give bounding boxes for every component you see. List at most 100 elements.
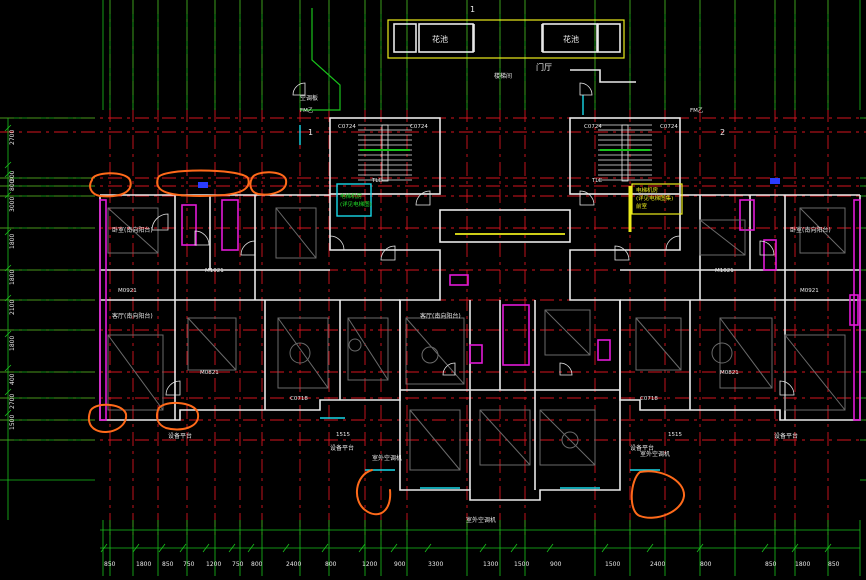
door-window-tag: FM乙: [690, 107, 704, 114]
planter-label: 花池: [432, 34, 448, 44]
door-window-tag: 1515: [668, 432, 682, 438]
door-window-tag: M1021: [715, 268, 734, 274]
yellow-elements: [455, 183, 683, 235]
stair-well: [621, 124, 629, 182]
bottom-dim-value: 1800: [795, 561, 810, 568]
elevator-note-yellow: (详见电梯图集): [636, 194, 673, 202]
furniture-detail: [544, 309, 591, 356]
furniture-table: [348, 338, 362, 352]
bottom-dim-value: 1300: [483, 561, 498, 568]
dim-tick: [100, 543, 108, 553]
bottom-dim-value: 1800: [136, 561, 151, 568]
furniture-piece: [347, 317, 389, 381]
entrance-canopy: [387, 19, 625, 59]
furniture-detail: [107, 207, 159, 254]
fixture: [449, 274, 469, 286]
furniture-detail: [405, 317, 465, 385]
dim-tick: [282, 543, 290, 553]
furniture-piece: [409, 409, 461, 471]
furniture-detail: [699, 219, 746, 256]
dim-tick: [4, 294, 12, 302]
furniture-detail: [479, 409, 531, 466]
furniture-detail: [539, 409, 596, 466]
bottom-dim-value: 1500: [605, 561, 620, 568]
room-label: 设备平台: [330, 444, 354, 452]
dim-tick: [358, 543, 366, 553]
fixture: [221, 199, 239, 251]
left-dim-value: 2700: [9, 130, 16, 145]
room-label: 设备平台: [168, 432, 192, 440]
bottom-dim-value: 750: [183, 561, 195, 568]
dim-tick: [4, 264, 12, 272]
elevator-note-yellow: 电梯机房: [636, 186, 659, 194]
dim-tick: [761, 543, 769, 553]
planter-label: 花池: [563, 34, 579, 44]
annotation-circle: [89, 172, 132, 198]
furniture-piece: [107, 207, 159, 254]
central-corridor: [439, 209, 571, 243]
dim-tick: [247, 543, 255, 553]
left-wing-outline: [300, 8, 341, 111]
annotation-circle: [356, 469, 392, 516]
dim-tick: [510, 543, 518, 553]
furniture-piece: [107, 334, 164, 411]
stair-label: 楼梯间: [494, 72, 512, 80]
bottom-dim-value: 800: [700, 561, 712, 568]
room-label: 客厅(南向阳台): [420, 312, 461, 320]
door-swing: [415, 190, 431, 206]
door-swing: [579, 190, 595, 206]
furniture-detail: [347, 317, 389, 381]
fixture: [502, 304, 530, 366]
bottom-dim-value: 750: [232, 561, 244, 568]
right-entrance-steps: [570, 69, 636, 83]
grid-marker: 2: [720, 128, 725, 137]
door-swing: [442, 362, 456, 376]
dim-tick: [601, 543, 609, 553]
annotation-circle: [156, 402, 200, 431]
left-dim-value: 800: [9, 179, 16, 191]
right-stair-core: [569, 117, 681, 195]
door-swing-icon: [151, 82, 795, 396]
dim-tick: [4, 124, 12, 132]
door-window-tag: 1515: [336, 432, 350, 438]
dim-tick: [4, 388, 12, 396]
door-window-tag: C0724: [338, 124, 356, 130]
furniture-table: [421, 346, 439, 364]
furniture-piece: [479, 409, 531, 466]
door-window-tag: C0724: [660, 124, 678, 130]
bottom-dim-value: 850: [104, 561, 116, 568]
bottom-dim-value: 800: [325, 561, 337, 568]
furniture-detail: [277, 317, 329, 389]
bottom-dim-value: 1500: [514, 561, 529, 568]
furniture-detail: [409, 409, 461, 471]
orange-annotations: [87, 169, 686, 519]
furniture-detail: [799, 207, 846, 254]
door-window-tag: M0921: [118, 288, 137, 294]
room-label: 设备平台: [630, 444, 654, 452]
elevator-note: (详见电梯图): [340, 200, 372, 208]
left-dim-value: 400: [9, 373, 16, 385]
left-dim-value: 1800: [9, 234, 16, 249]
furniture-piece: [784, 334, 846, 411]
furniture-piece: [187, 317, 237, 371]
door-swing: [194, 230, 210, 246]
annotation-circle: [249, 171, 288, 196]
door-window-tag: M0821: [720, 370, 739, 376]
furniture-detail: [275, 207, 317, 259]
door-swing: [665, 235, 681, 251]
door-swing: [380, 245, 396, 261]
door-swing: [292, 82, 306, 96]
dim-tick: [132, 543, 140, 553]
furniture-table: [711, 342, 733, 364]
dim-tick: [158, 543, 166, 553]
stair-well: [381, 124, 389, 182]
dim-tick: [646, 543, 654, 553]
annotation-circle: [87, 403, 128, 433]
cyan-windows: [299, 95, 660, 489]
fixture: [849, 294, 859, 326]
door-swing: [759, 240, 775, 256]
canopy-inner-right: [542, 23, 598, 53]
